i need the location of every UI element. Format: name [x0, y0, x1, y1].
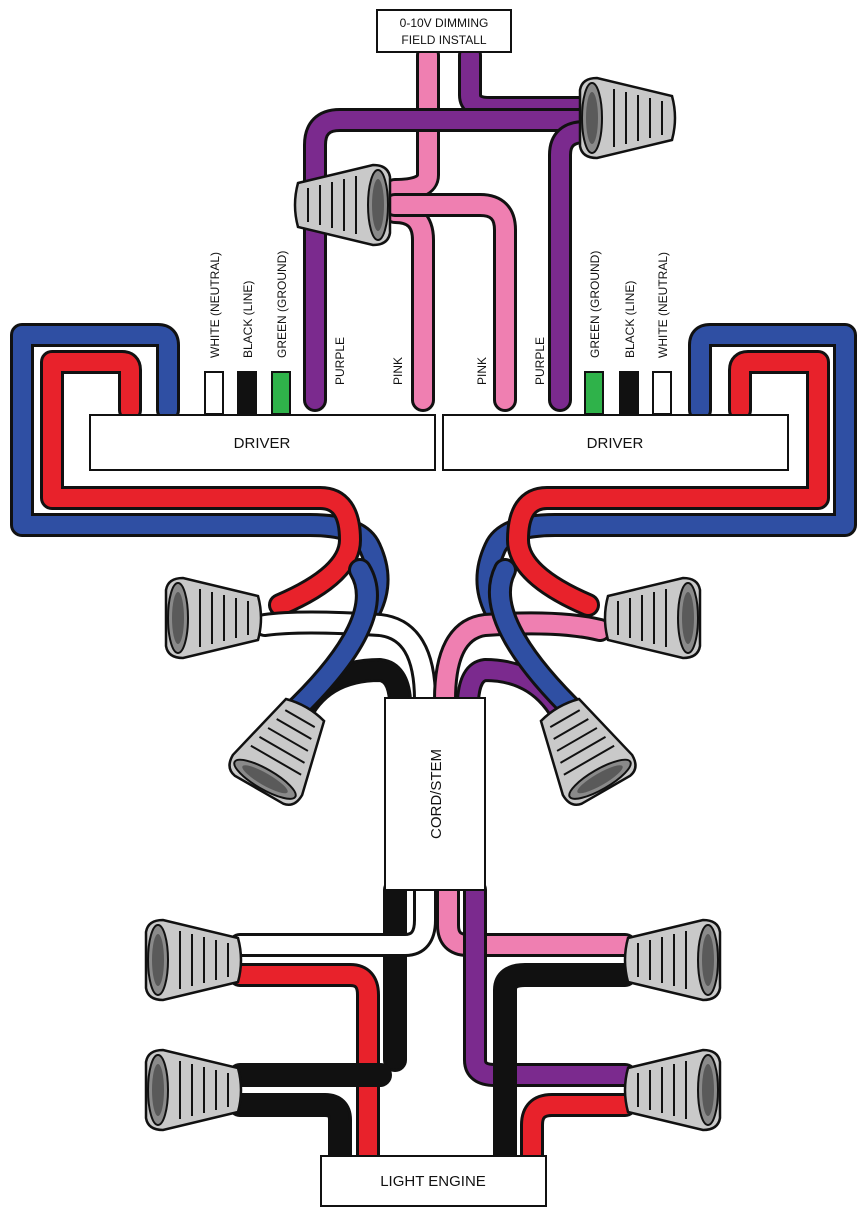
label-pink: PINK — [391, 357, 405, 385]
right-wire-labels: PINK PURPLE GREEN (GROUND) BLACK (LINE) … — [475, 251, 670, 385]
label-white-neutral: WHITE (NEUTRAL) — [208, 252, 222, 358]
cord-stem-label: CORD/STEM — [428, 749, 445, 839]
wire-nut-icon — [223, 686, 343, 811]
driver-left: DRIVER — [89, 414, 436, 471]
light-engine: LIGHT ENGINE — [320, 1155, 547, 1207]
driver-right: DRIVER — [442, 414, 789, 471]
dimming-header: 0-10V DIMMING FIELD INSTALL — [376, 9, 512, 53]
label-black-line: BLACK (LINE) — [241, 281, 255, 358]
label-black-line: BLACK (LINE) — [623, 281, 637, 358]
left-driver-loops — [10, 323, 390, 622]
wire-nut-icon — [623, 918, 722, 1002]
wire-nut-icon — [144, 1048, 243, 1132]
driver-left-label: DRIVER — [234, 435, 291, 452]
wire-nut-icon — [164, 576, 263, 660]
driver-right-label: DRIVER — [587, 435, 644, 452]
header-line2: FIELD INSTALL — [401, 33, 486, 47]
label-green-ground: GREEN (GROUND) — [275, 251, 289, 358]
left-wire-labels: WHITE (NEUTRAL) BLACK (LINE) GREEN (GROU… — [208, 251, 405, 385]
label-purple: PURPLE — [533, 337, 547, 385]
cord-wires — [253, 558, 612, 732]
label-white-neutral: WHITE (NEUTRAL) — [656, 252, 670, 358]
right-driver-stubs — [584, 371, 672, 415]
header-line1: 0-10V DIMMING — [400, 16, 489, 30]
left-driver-stubs — [204, 371, 291, 415]
cord-stem: CORD/STEM — [384, 697, 486, 891]
wire-nut-icon — [603, 576, 702, 660]
light-engine-label: LIGHT ENGINE — [380, 1173, 486, 1190]
engine-wires — [228, 878, 637, 1167]
right-driver-loops — [475, 323, 857, 622]
dimming-wires — [303, 43, 602, 412]
wire-nut-icon — [578, 76, 677, 160]
wire-nut-icon — [623, 1048, 722, 1132]
label-pink: PINK — [475, 357, 489, 385]
label-green-ground: GREEN (GROUND) — [588, 251, 602, 358]
label-purple: PURPLE — [333, 337, 347, 385]
wire-nut-icon — [144, 918, 243, 1002]
